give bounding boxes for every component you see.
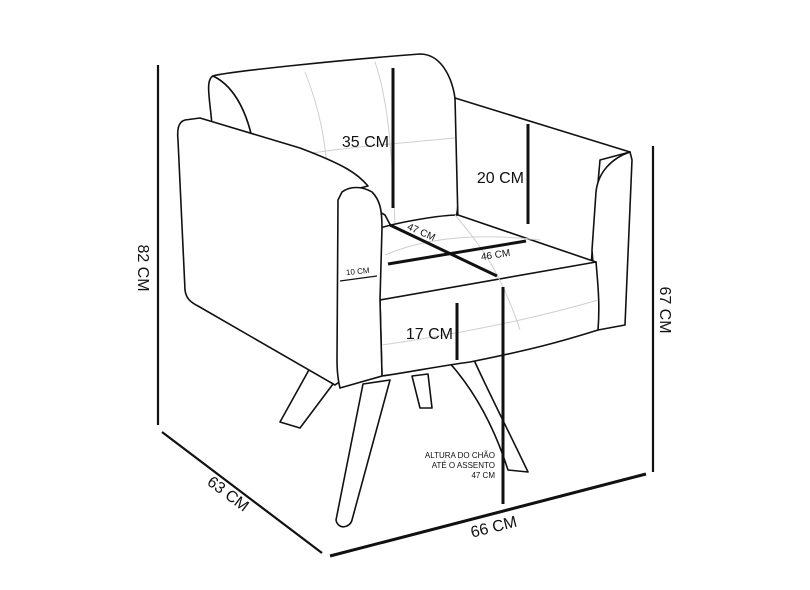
leg-front-left-visible xyxy=(335,379,391,528)
chair-left-arm xyxy=(176,117,383,389)
label-10cm: 10 CM xyxy=(346,266,371,277)
dim-line-63cm xyxy=(161,431,323,554)
right-arm-front xyxy=(591,151,633,331)
label-seat-height-line1: ALTURA DO CHÃO xyxy=(425,451,495,460)
left-arm-front xyxy=(336,186,383,389)
dim-line-10cm xyxy=(339,275,378,282)
label-seat-height-line3: 47 CM xyxy=(471,471,495,480)
chair-seat xyxy=(377,214,600,377)
dimension-lines xyxy=(156,65,655,558)
leg-front-right-inner xyxy=(446,359,529,473)
label-82cm: 82 CM xyxy=(134,244,151,291)
seat-front xyxy=(379,261,600,377)
dim-line-46cm xyxy=(387,239,527,266)
dim-line-47cm xyxy=(389,223,498,278)
label-20cm: 20 CM xyxy=(477,170,524,187)
chair-legs xyxy=(279,359,529,528)
label-67cm: 67 CM xyxy=(656,286,673,333)
label-46cm: 46 CM xyxy=(480,248,511,263)
leg-back-right xyxy=(411,373,433,409)
dim-line-66cm xyxy=(329,472,647,558)
label-17cm: 17 CM xyxy=(406,326,453,343)
label-35cm: 35 CM xyxy=(342,134,389,151)
label-seat-height-line2: ATÉ O ASSENTO xyxy=(432,461,495,470)
